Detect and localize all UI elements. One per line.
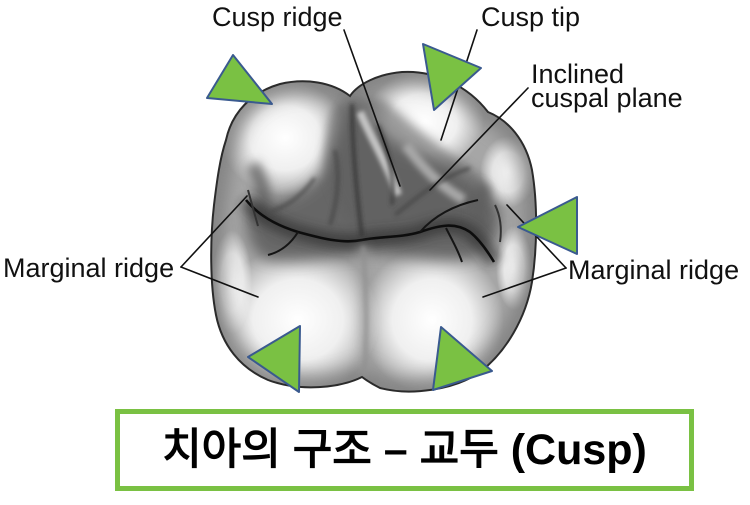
- slide-title: 치아의 구조 – 교두 (Cusp): [162, 425, 647, 474]
- leader-line-marginal-ridge-left-upper: [180, 195, 248, 268]
- leader-line-cusp-ridge: [343, 29, 401, 187]
- leader-line-inclined-cuspal-plane: [429, 87, 529, 191]
- fissure-branch: [445, 227, 463, 263]
- ridge-streak: [328, 149, 340, 226]
- cusp-marker-bottom-left: [247, 325, 301, 393]
- ridge-streak: [394, 166, 471, 217]
- leader-line-marginal-ridge-left-lower: [180, 266, 259, 298]
- cusp-marker-bottom-right: [432, 326, 493, 391]
- labels: Cusp ridge Cusp tip Inclined cuspal plan…: [3, 2, 739, 285]
- central-fissure: [244, 199, 496, 263]
- label-cusp-ridge: Cusp ridge: [212, 2, 343, 32]
- label-inclined-cuspal-plane-line1: Inclined: [531, 59, 624, 89]
- tooth-outline: [210, 70, 538, 393]
- label-marginal-ridge-left: Marginal ridge: [3, 253, 174, 283]
- marginal-ridge-right-shade: [471, 182, 492, 235]
- leader-lines: [180, 29, 567, 298]
- cusp-marker-top-right: [422, 43, 482, 111]
- label-cusp-tip: Cusp tip: [481, 2, 580, 32]
- inclined-plane-highlight: [401, 142, 467, 205]
- leader-line-marginal-ridge-right-lower: [482, 267, 567, 298]
- cusp-ridge-highlight: [356, 110, 402, 197]
- bottom-groove: [361, 245, 368, 376]
- cusp-marker-right: [517, 196, 578, 255]
- fissure-branch: [247, 189, 259, 227]
- title-box: 치아의 구조 – 교두 (Cusp): [115, 409, 694, 491]
- fissure-branch: [267, 231, 299, 256]
- fissure-branch: [494, 204, 502, 243]
- fissure-branch: [419, 199, 479, 233]
- ridge-streak: [269, 177, 317, 214]
- cusp-markers: [206, 43, 578, 393]
- label-inclined-cuspal-plane-line2: cuspal plane: [531, 83, 683, 113]
- label-marginal-ridge-right: Marginal ridge: [568, 255, 739, 285]
- cusp-marker-top-left: [206, 54, 273, 105]
- ridge-streak: [350, 103, 364, 237]
